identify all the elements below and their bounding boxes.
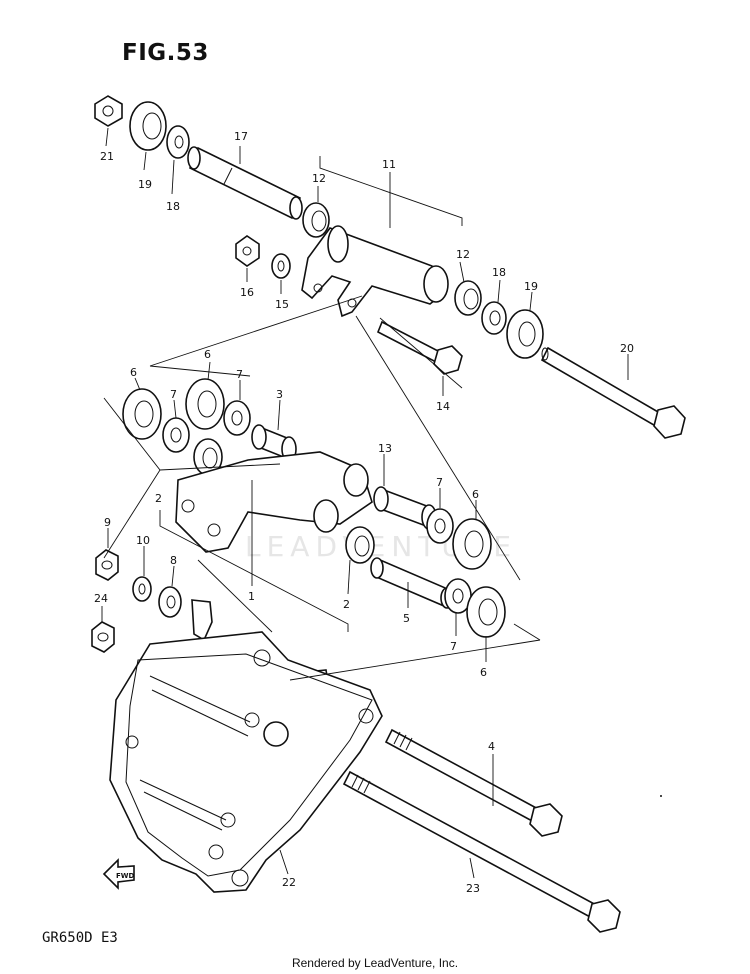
- stray-dot: [660, 795, 662, 797]
- callout-leaders: [101, 127, 629, 879]
- bearing-2-lower: [345, 526, 375, 564]
- callout-6: 6: [472, 488, 479, 501]
- fwd-label: FWD: [116, 872, 135, 880]
- callout-14: 14: [436, 400, 450, 413]
- callout-19: 19: [524, 280, 538, 293]
- callout-2: 2: [343, 598, 350, 611]
- washer-7-left: [162, 417, 190, 453]
- mounting-tab-upper: [191, 599, 213, 642]
- seal-6-right-upper: [452, 518, 492, 570]
- washer-10: [132, 576, 152, 602]
- washer-7-right-upper: [426, 508, 454, 544]
- callout-labels: 21 19 18 17 12 11 12 18 19 16 15 20 14 6…: [94, 130, 634, 895]
- callout-11: 11: [382, 158, 396, 171]
- callout-18: 18: [166, 200, 180, 213]
- callout-17: 17: [234, 130, 248, 143]
- fwd-arrow-icon: FWD: [102, 858, 135, 890]
- callout-22: 22: [282, 876, 296, 889]
- callout-12: 12: [312, 172, 326, 185]
- callout-23: 23: [466, 882, 480, 895]
- cushion-lever-11: [301, 225, 449, 318]
- washer-8: [158, 586, 182, 618]
- callout-10: 10: [136, 534, 150, 547]
- bolt-4: [384, 728, 563, 837]
- oil-seal-19-right: [506, 309, 544, 359]
- needle-bearing-12-left: [302, 202, 330, 238]
- callout-13: 13: [378, 442, 392, 455]
- callout-3: 3: [276, 388, 283, 401]
- callout-4: 4: [488, 740, 495, 753]
- model-code: GR650D E3: [42, 930, 118, 946]
- callout-8: 8: [170, 554, 177, 567]
- callout-18: 18: [492, 266, 506, 279]
- figure-title: FIG.53: [122, 40, 209, 66]
- callout-1: 1: [248, 590, 255, 603]
- callout-20: 20: [620, 342, 634, 355]
- callout-19: 19: [138, 178, 152, 191]
- oil-seal-19: [129, 101, 167, 151]
- callout-7: 7: [450, 640, 457, 653]
- callout-21: 21: [100, 150, 114, 163]
- spacer-5: [370, 557, 454, 609]
- spacer-17: [187, 146, 303, 220]
- nut-21: [94, 95, 123, 127]
- seal-6-mid: [185, 378, 225, 430]
- bolt-14: [376, 320, 463, 375]
- callout-2: 2: [155, 492, 162, 505]
- washer-18-right: [481, 301, 507, 335]
- callout-5: 5: [403, 612, 410, 625]
- assembly-reference-lines: [103, 156, 541, 681]
- washer-15: [271, 253, 291, 279]
- callout-24: 24: [94, 592, 108, 605]
- needle-bearing-12-right: [454, 280, 482, 316]
- nut-24: [91, 621, 115, 653]
- bolt-23: [342, 770, 621, 933]
- bracket-22: [109, 631, 383, 893]
- callout-6: 6: [204, 348, 211, 361]
- washer-18-upper: [166, 125, 190, 159]
- nut-9: [95, 549, 119, 581]
- callout-6: 6: [130, 366, 137, 379]
- callout-6: 6: [480, 666, 487, 679]
- callout-9: 9: [104, 516, 111, 529]
- nut-16: [235, 235, 260, 267]
- seal-6-right-lower: [466, 586, 506, 638]
- callout-12: 12: [456, 248, 470, 261]
- callout-7: 7: [436, 476, 443, 489]
- callout-15: 15: [275, 298, 289, 311]
- callout-7: 7: [236, 368, 243, 381]
- seal-6-left: [122, 388, 162, 440]
- callout-16: 16: [240, 286, 254, 299]
- bolt-20: [540, 346, 686, 439]
- footer-credit: Rendered by LeadVenture, Inc.: [291, 956, 459, 970]
- callout-7: 7: [170, 388, 177, 401]
- washer-7-mid: [223, 400, 251, 436]
